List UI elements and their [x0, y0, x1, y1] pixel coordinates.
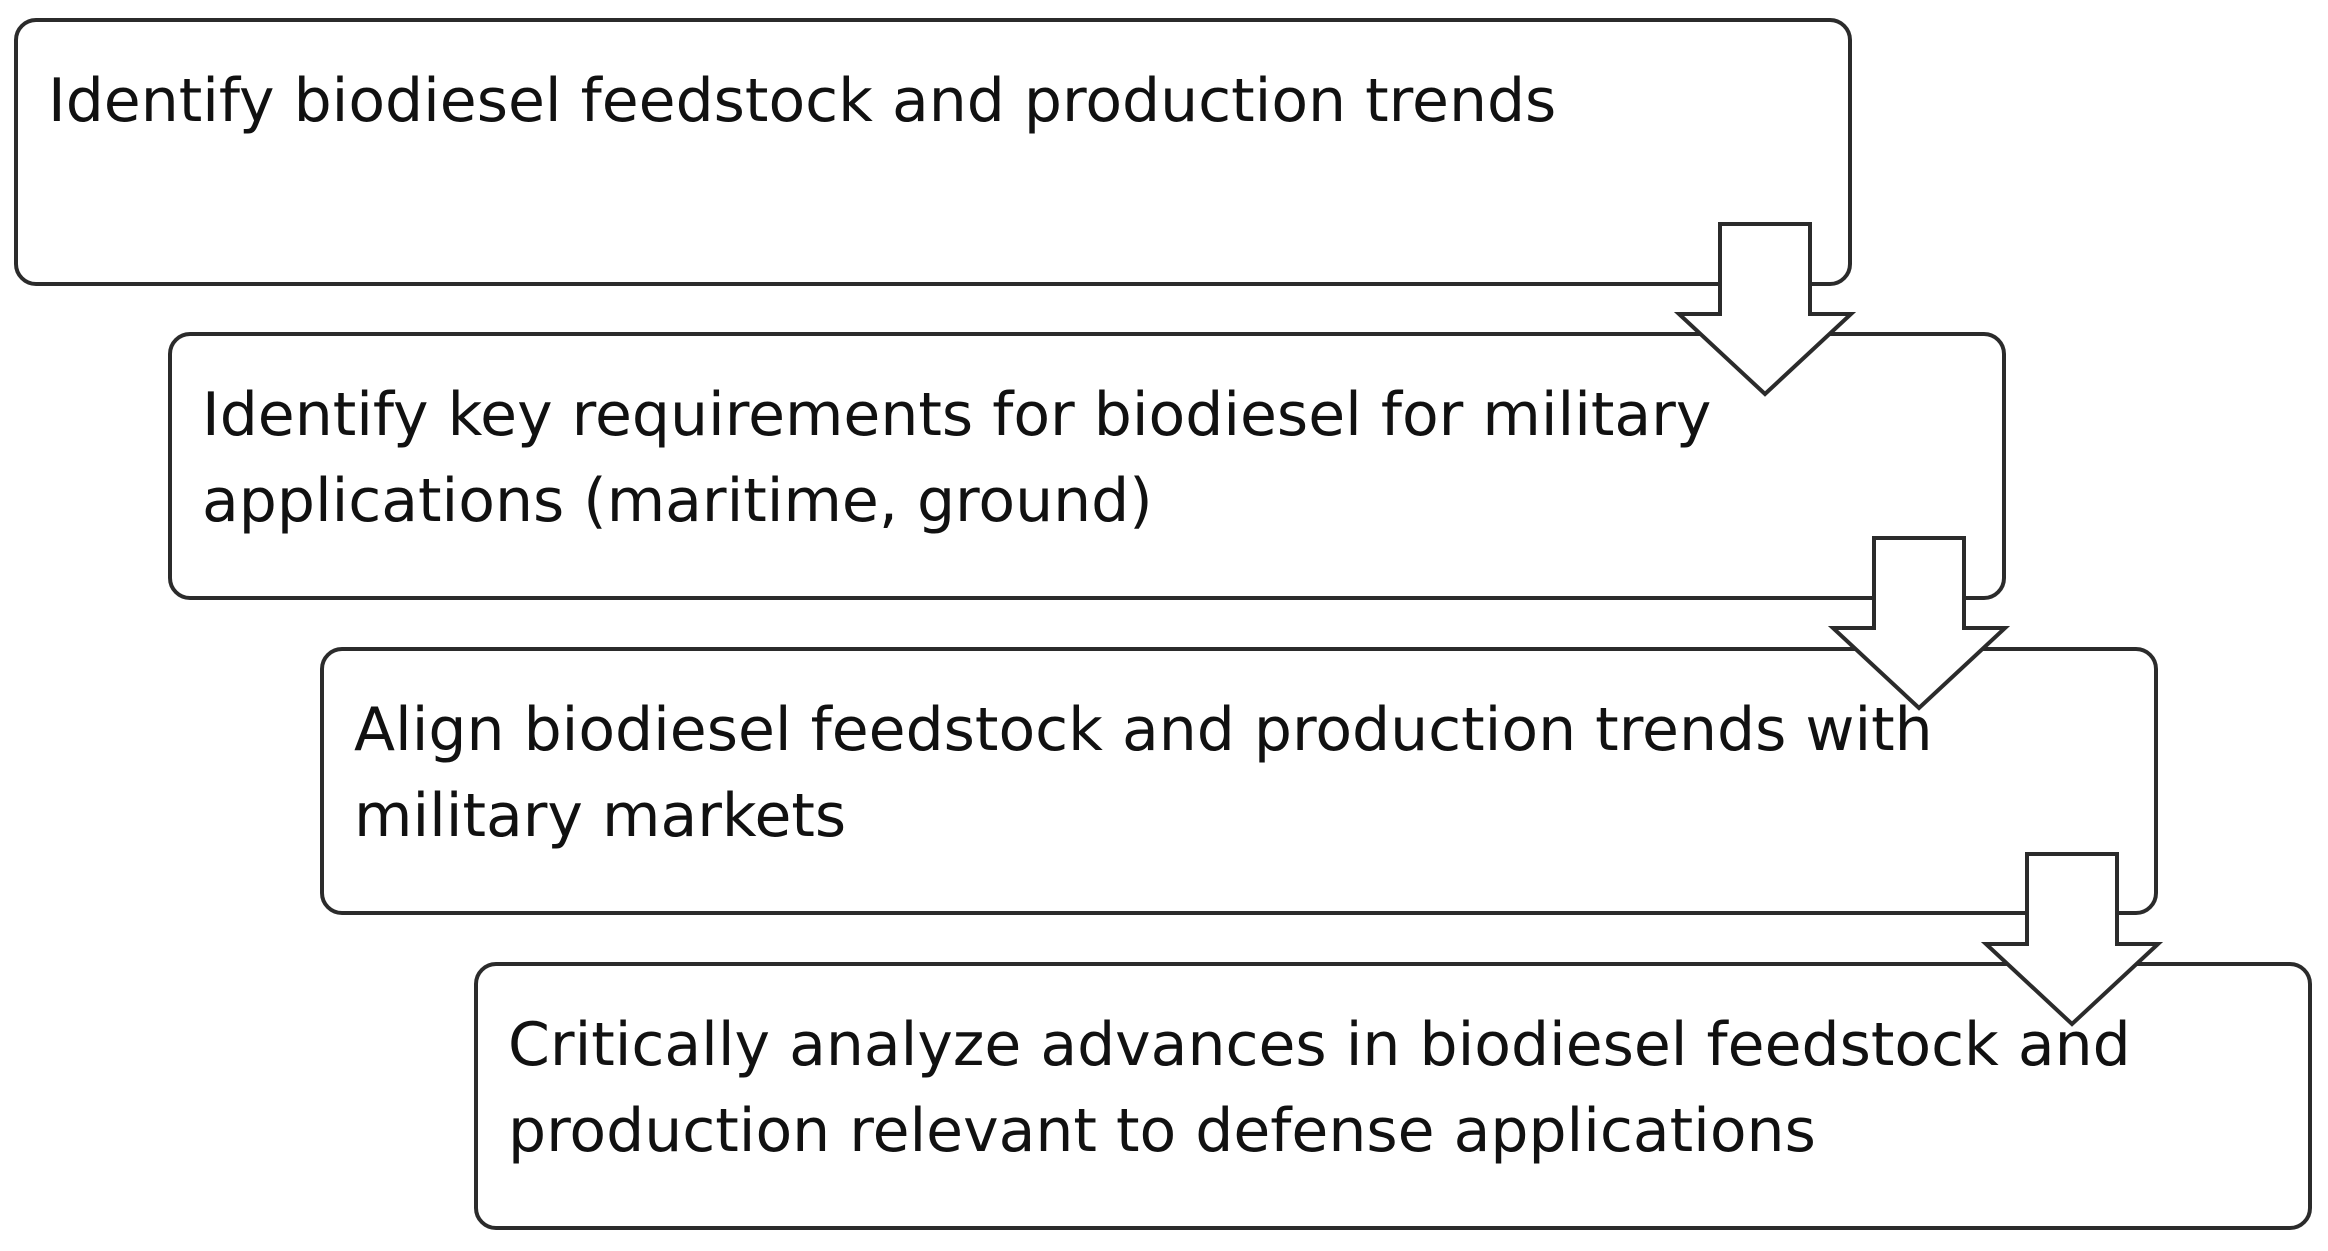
down-arrow-icon — [1827, 536, 2011, 711]
down-arrow-icon — [1673, 222, 1857, 397]
step-4-box: Critically analyze advances in biodiesel… — [474, 962, 2312, 1230]
step-1-box: Identify biodiesel feedstock and product… — [14, 18, 1852, 286]
step-3-box: Align biodiesel feedstock and production… — [320, 647, 2158, 915]
step-1-text: Identify biodiesel feedstock and product… — [48, 66, 1557, 136]
step-3-text: Align biodiesel feedstock and production… — [354, 695, 1933, 851]
step-2-box: Identify key requirements for biodiesel … — [168, 332, 2006, 600]
step-4-text: Critically analyze advances in biodiesel… — [508, 1010, 2131, 1166]
down-arrow-icon — [1980, 852, 2164, 1027]
step-2-text: Identify key requirements for biodiesel … — [202, 380, 1712, 536]
